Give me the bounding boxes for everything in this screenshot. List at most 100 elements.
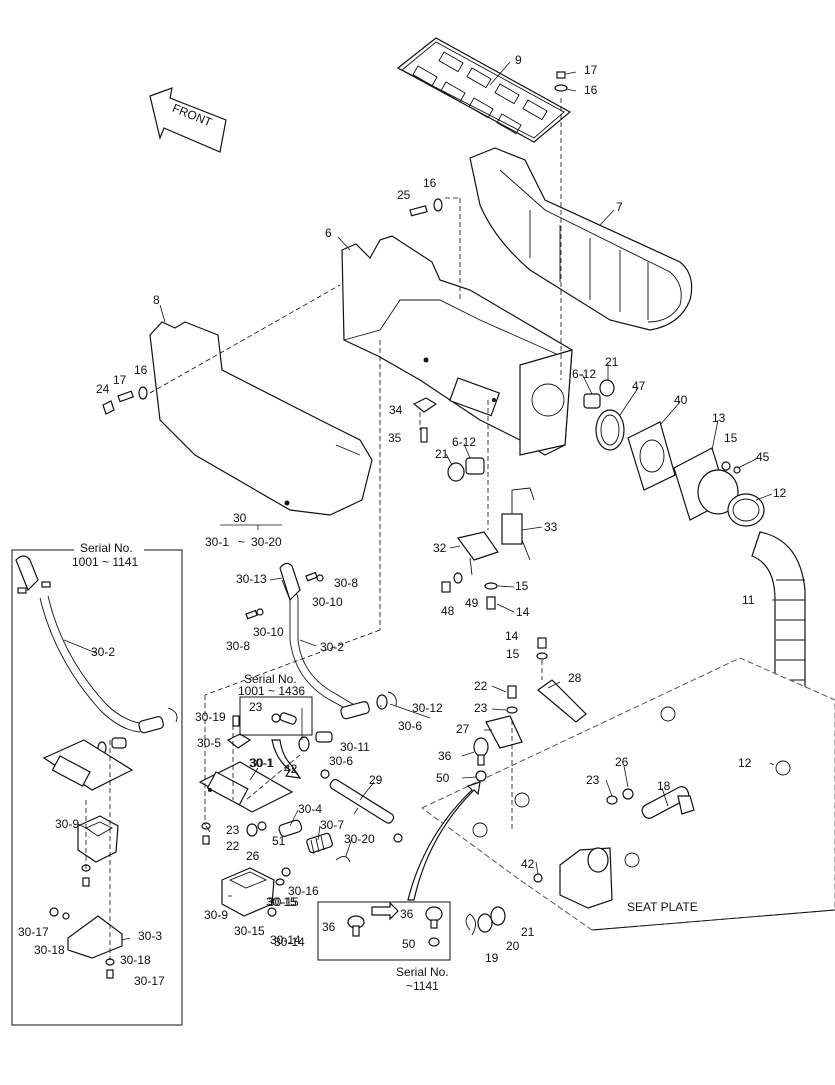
callout-30-1: 30-1 (249, 756, 273, 770)
front-arrow-icon: FRONT (149, 87, 227, 153)
callout-30-6: 30-6 (398, 719, 422, 733)
part-40-flange (627, 421, 676, 491)
callout-34: 34 (389, 403, 403, 417)
part-33-switch (501, 487, 535, 561)
group-range-end: 30-20 (251, 535, 282, 549)
callout-27: 27 (456, 722, 470, 736)
group-range-start: 30-1 (205, 535, 229, 549)
callout-17: 17 (113, 373, 127, 387)
callout-30-14: 30-14 (274, 935, 305, 949)
serial-range-bottom: ~1141 (406, 979, 439, 993)
callout-30-8: 30-8 (226, 639, 250, 653)
part-30-9-block-center (221, 867, 275, 917)
callout-26: 26 (246, 849, 260, 863)
callout-30-2: 30-2 (320, 640, 344, 654)
callout-30-16: 30-16 (288, 884, 319, 898)
callout-11: 11 (742, 593, 755, 607)
part-30-2-lever-left (15, 555, 178, 755)
callout-30-20: 30-20 (344, 832, 375, 846)
callout-30-8: 30-8 (334, 576, 358, 590)
callout-14: 14 (516, 605, 530, 619)
washers-23-26 (606, 788, 634, 805)
part-7-duct-cover (469, 147, 693, 331)
bushing-6-12-upper (583, 379, 615, 409)
bushings-30-6-30-11 (298, 731, 333, 752)
callout-15: 15 (724, 431, 738, 445)
washers-19-20-21 (465, 906, 506, 936)
callout-30-17: 30-17 (134, 974, 165, 988)
callout-30-14: 30-14 (270, 933, 301, 947)
part-27-bracket (485, 685, 523, 749)
callout-49: 49 (465, 596, 479, 610)
callout-50: 50 (402, 937, 416, 951)
callout-30-9: 30-9 (55, 817, 79, 831)
seat-plate-label: SEAT PLATE (627, 900, 698, 914)
bolt-24-17-16 (102, 386, 148, 415)
callout-6: 6 (325, 226, 332, 240)
callout-24: 24 (96, 382, 110, 396)
callout-48: 48 (441, 604, 455, 618)
callout-30-15: 30-15 (268, 895, 299, 909)
callout-36: 36 (400, 907, 414, 921)
callout-30-9: 30-9 (204, 908, 228, 922)
part-30-5-block (226, 715, 252, 749)
bolt-17-washer-16 (554, 71, 568, 92)
part-28-bracket (536, 637, 587, 723)
callout-21: 21 (435, 447, 449, 461)
callout-30-18: 30-18 (34, 943, 65, 957)
callout-17: 17 (584, 63, 598, 77)
bolts-48-49-15-14 (441, 572, 498, 610)
callout-9: 9 (515, 53, 522, 67)
callout-7: 7 (616, 200, 623, 214)
callout-25: 25 (397, 188, 411, 202)
callout-30-17: 30-17 (18, 925, 49, 939)
callout-47: 47 (632, 379, 646, 393)
callout-16: 16 (423, 176, 437, 190)
group-range-tilde: ~ (238, 535, 245, 549)
part-8-side-cover (149, 321, 373, 516)
arrow-right-icon (371, 901, 399, 921)
callout-18: 18 (657, 779, 671, 793)
callout-30-10: 30-10 (253, 625, 284, 639)
part-9-grille (396, 37, 572, 143)
knob-36-compare (347, 906, 443, 947)
callout-29: 29 (369, 773, 383, 787)
callout-30-13: 30-13 (236, 572, 267, 586)
callout-30-15: 30-15 (266, 895, 297, 909)
callout-42: 42 (284, 762, 298, 776)
callout-30-5: 30-5 (197, 736, 221, 750)
callout-6-12: 6-12 (572, 367, 596, 381)
fastener-23-inset (271, 712, 297, 725)
part-30-7-spring (306, 832, 333, 855)
callout-30-2: 30-2 (91, 645, 115, 659)
callout-51: 51 (272, 834, 286, 848)
callout-40: 40 (674, 393, 688, 407)
callout-30-1: 30-1 (250, 756, 274, 770)
callout-50: 50 (436, 771, 450, 785)
callout-30-7: 30-7 (320, 818, 344, 832)
callout-19: 19 (485, 951, 499, 965)
callout-30-3: 30-3 (138, 929, 162, 943)
part-30-3-bracket-left (49, 864, 123, 979)
serial-title-left-bg (74, 541, 144, 555)
callout-23: 23 (249, 700, 263, 714)
dashed-center-lines (85, 98, 562, 960)
fasteners-30-8-30-10 (245, 571, 324, 620)
seat-bracket (533, 847, 613, 909)
callout-30-19: 30-19 (195, 710, 226, 724)
callout-32: 32 (433, 541, 447, 555)
group-number: 30 (233, 511, 247, 525)
callout-20: 20 (506, 939, 520, 953)
bolt-25-washer-16 (409, 198, 443, 217)
callout-23: 23 (226, 823, 240, 837)
callout-21: 21 (605, 355, 619, 369)
callout-13: 13 (712, 411, 726, 425)
part-30-1-plate-center (198, 761, 294, 813)
bushing-6-12-lower (447, 457, 485, 482)
callout-8: 8 (153, 293, 160, 307)
callout-6-12: 6-12 (452, 435, 476, 449)
callout-30-4: 30-4 (298, 802, 322, 816)
part-29-gas-spring (320, 769, 403, 843)
bracket-34-bolt-35 (412, 397, 438, 443)
